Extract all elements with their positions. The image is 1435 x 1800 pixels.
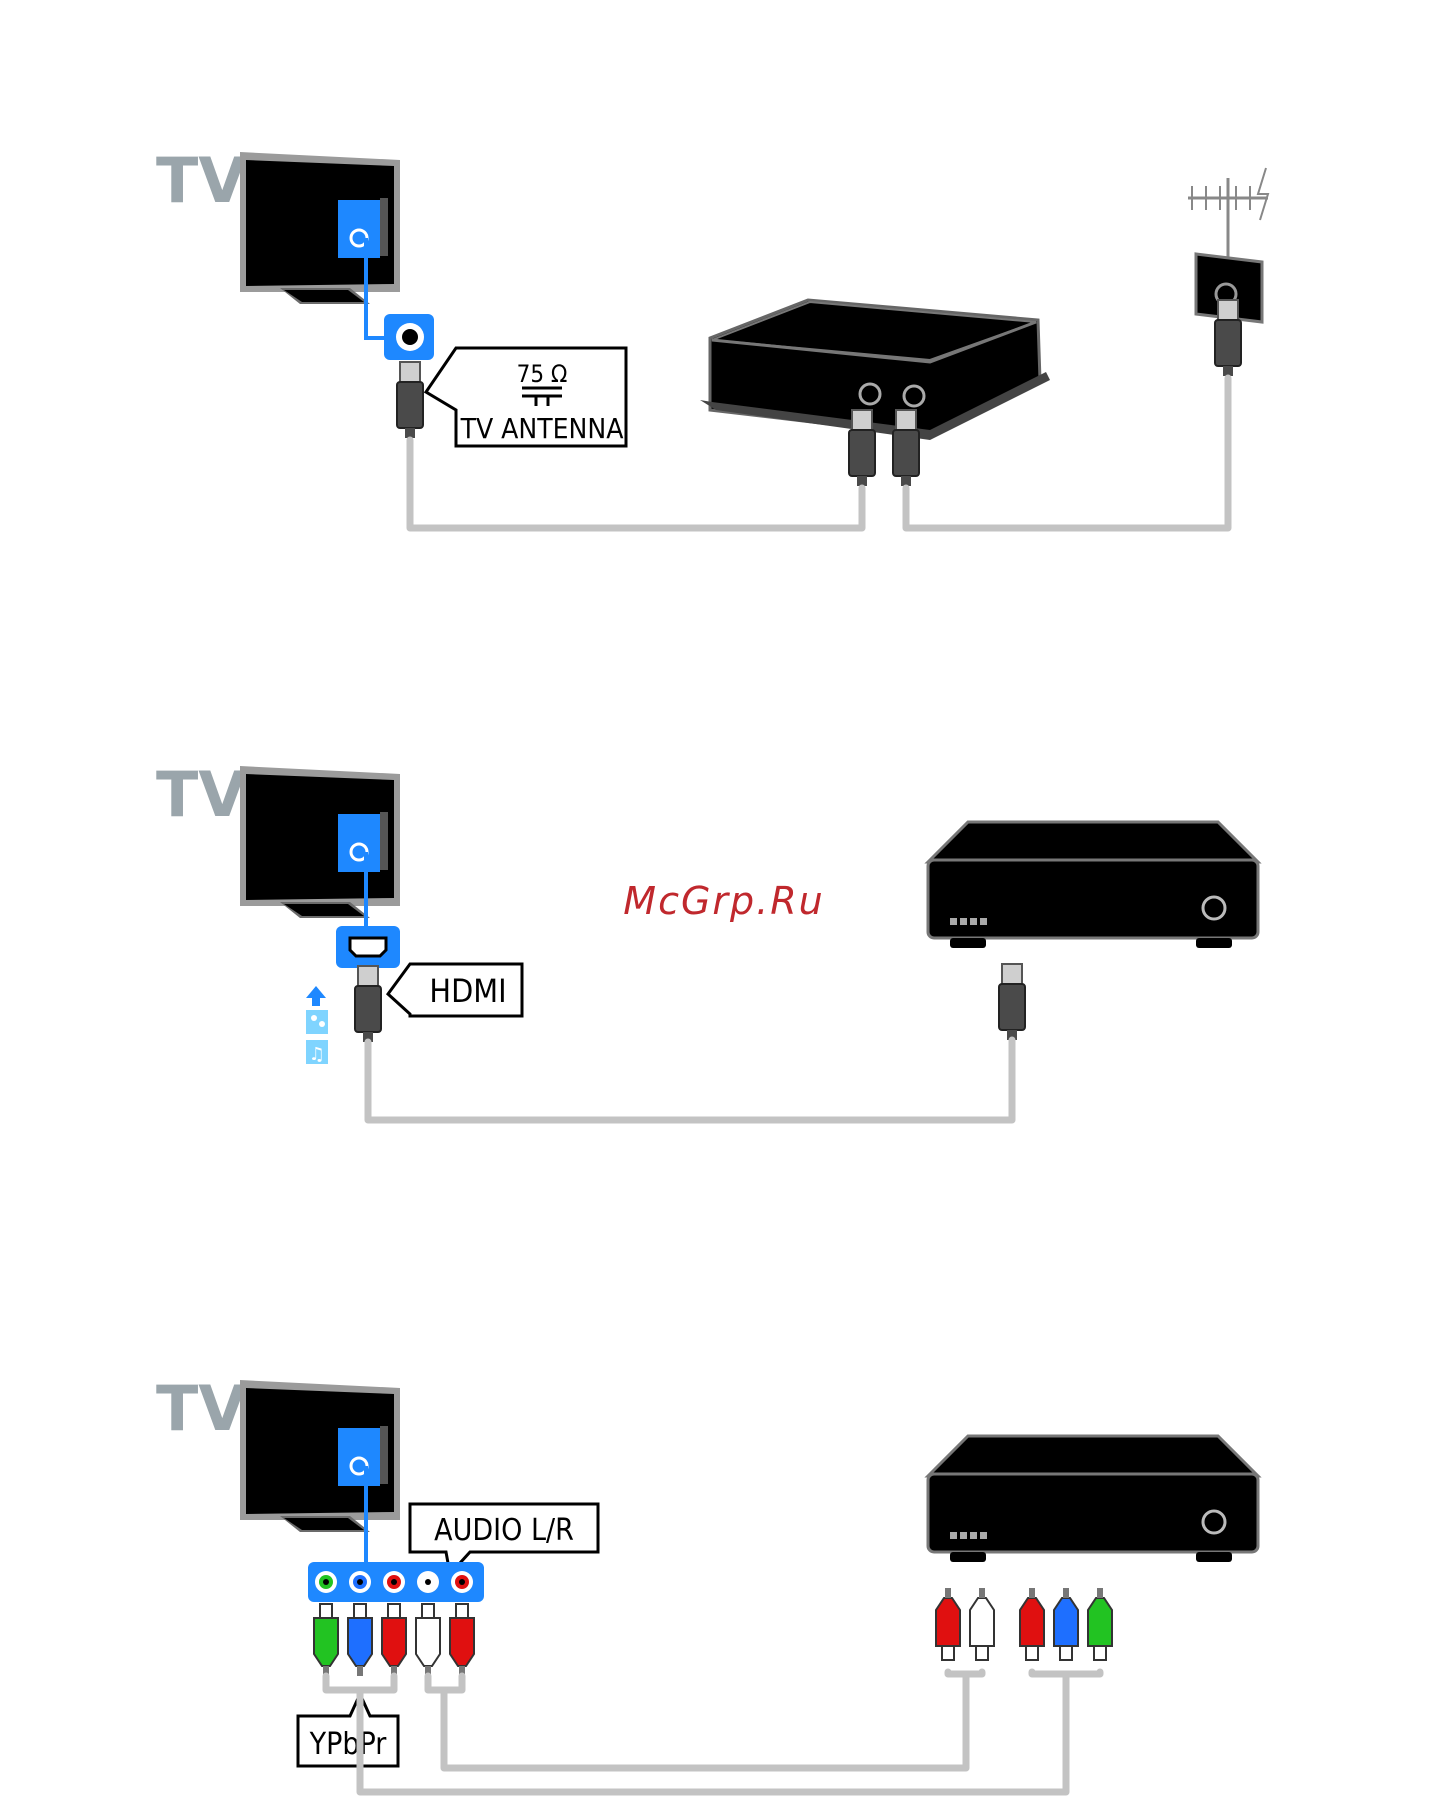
callout-ypbpr: YPbPr [309, 1727, 388, 1762]
tv-label: TV [156, 1372, 246, 1445]
cable-audio-bundle-device [948, 1672, 982, 1674]
callout-hdmi: HDMI [429, 972, 506, 1010]
hdmi-plug-device [999, 964, 1025, 1040]
media-player-icon [928, 1436, 1258, 1562]
cable-tv-receiver [410, 440, 862, 528]
antenna-icon [1188, 168, 1268, 262]
watermark: McGrp.Ru [623, 879, 824, 923]
wall-plug [1215, 300, 1241, 376]
callout-audio: AUDIO L/R [434, 1513, 574, 1548]
antenna-callout: 75 Ω TV ANTENNA [426, 348, 626, 446]
hdmi-port-icon [336, 926, 400, 968]
rca-plug-audio-l-tv [416, 1604, 440, 1676]
cable-video [360, 1674, 1066, 1792]
tv-label: TV [156, 144, 246, 217]
cable-video-bundle-device [1032, 1672, 1100, 1674]
music-icon: ♫ [306, 1040, 328, 1065]
rca-plug-audio-r-tv [450, 1604, 474, 1676]
panel-hdmi: TV HDMI ♫ McGrp.Ru [156, 758, 1258, 1120]
rca-plug-y-device [1088, 1588, 1112, 1660]
tv-monitor-icon [240, 1380, 400, 1532]
rca-plug-pr-device [1020, 1588, 1044, 1660]
cable-hdmi [368, 1040, 1012, 1120]
video-icon [306, 1010, 328, 1034]
callout-impedance: 75 Ω [517, 360, 568, 388]
hdmi-plug-tv [355, 966, 381, 1042]
rca-plug-audio-l-device [970, 1588, 994, 1660]
upload-arrow-icon [306, 986, 326, 1006]
receiver-box-icon [700, 300, 1050, 440]
rca-plug-pb-device [1054, 1588, 1078, 1660]
ypbpr-callout: YPbPr [298, 1694, 398, 1766]
tv-monitor-icon [240, 152, 400, 304]
media-player-icon [928, 822, 1258, 948]
tv-label: TV [156, 758, 246, 831]
rca-plug-y-tv [314, 1604, 338, 1676]
receiver-plug-out [893, 410, 919, 486]
panel-component: TV AUDIO L/R YPbPr [156, 1372, 1258, 1792]
component-port-strip [308, 1562, 484, 1602]
rca-plug-pr-tv [382, 1604, 406, 1676]
rca-plug-pb-tv [348, 1604, 372, 1676]
rca-plug-audio-r-device [936, 1588, 960, 1660]
hdmi-callout: HDMI [388, 964, 522, 1016]
antenna-plug [397, 362, 423, 438]
svg-text:♫: ♫ [309, 1044, 325, 1065]
panel-antenna: TV 75 Ω TV ANTENNA [156, 144, 1268, 528]
receiver-plug-in [849, 410, 875, 486]
antenna-port-icon [384, 314, 434, 360]
tv-monitor-icon [240, 766, 400, 918]
callout-antenna: TV ANTENNA [460, 412, 625, 445]
cable-audio [444, 1674, 966, 1768]
